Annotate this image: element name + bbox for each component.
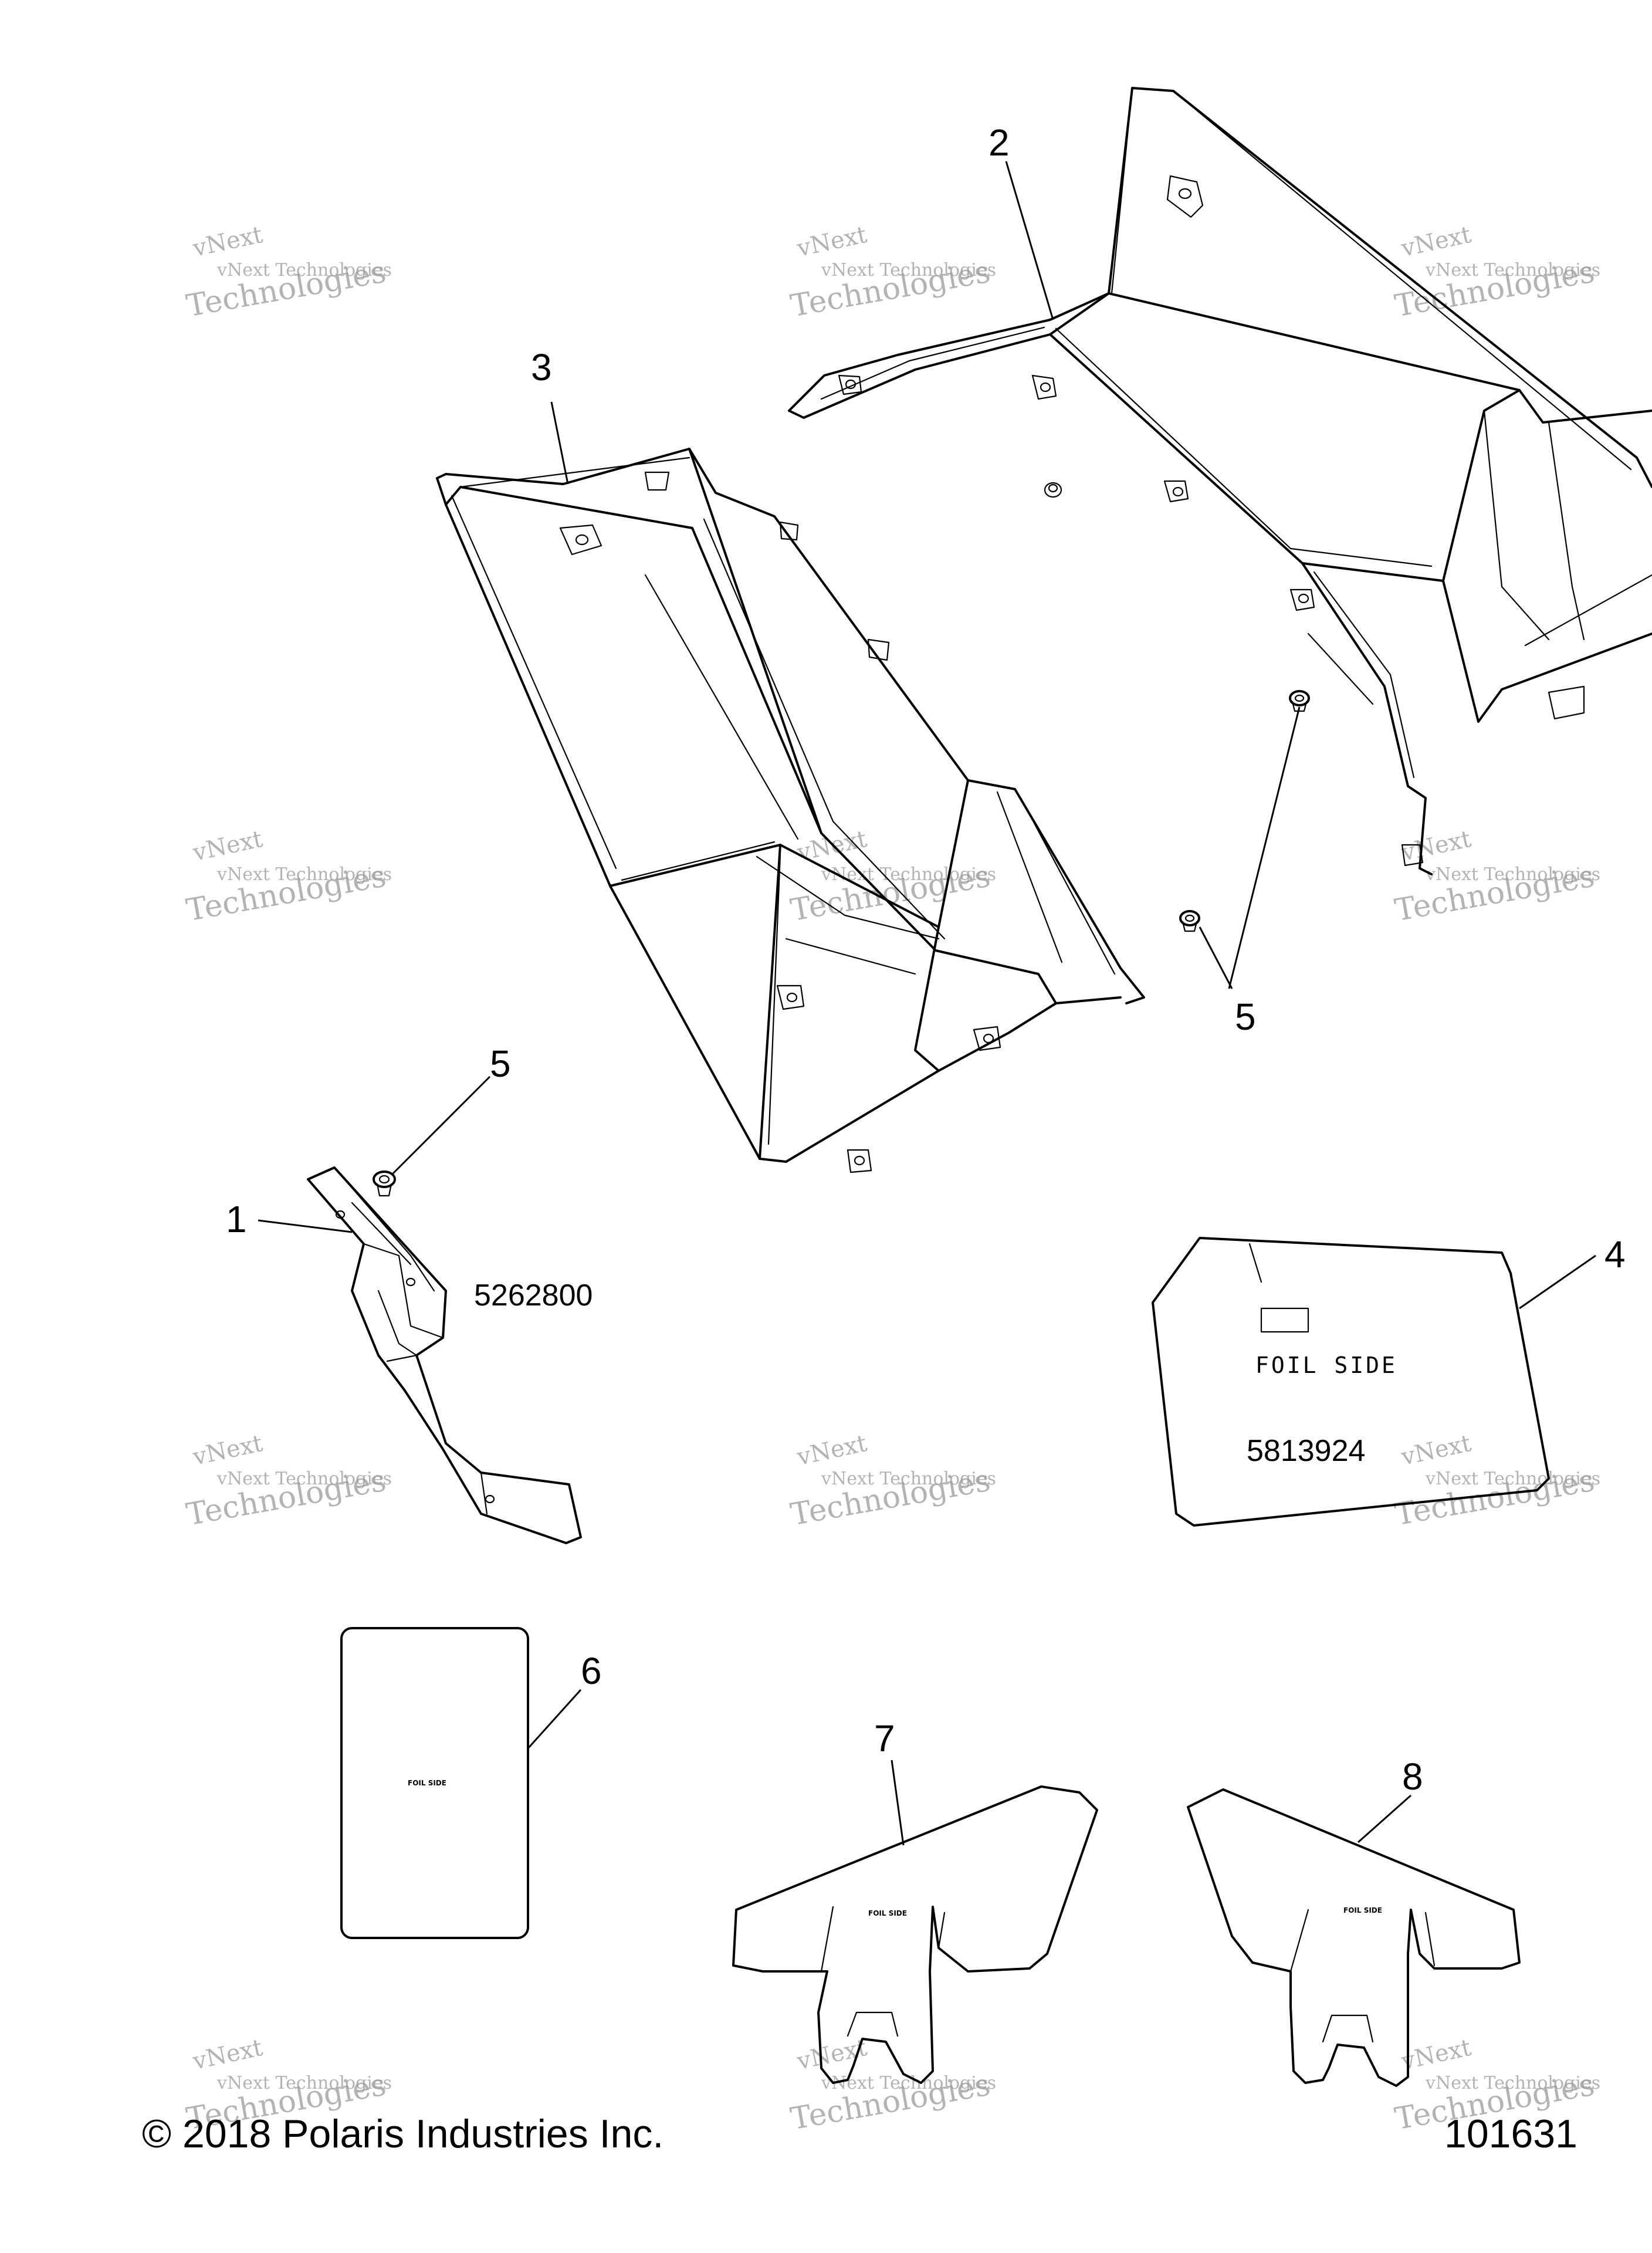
foil-side-label: FOIL SIDE xyxy=(408,1779,446,1787)
part-5-clips xyxy=(373,690,1310,1197)
watermark-text: vNext xyxy=(190,1430,265,1471)
leader-line xyxy=(1358,1794,1411,1843)
leader-line xyxy=(1228,706,1301,989)
watermark: vNext vNext Technologies Technologies xyxy=(1392,826,1600,928)
clip-icon xyxy=(1289,690,1310,712)
callout-7: 7 xyxy=(874,1717,895,1760)
watermark: vNext vNext Technologies Technologies xyxy=(788,1430,996,1533)
callout-4: 4 xyxy=(1604,1233,1626,1276)
leader-line xyxy=(1005,161,1054,320)
watermark: vNext vNext Technologies Technologies xyxy=(184,1430,392,1533)
watermark-text: vNext Technologies xyxy=(1425,2073,1600,2093)
leader-line xyxy=(1519,1254,1596,1310)
watermark: vNext vNext Technologies Technologies xyxy=(1392,1430,1600,1533)
leader-line xyxy=(1199,926,1233,989)
watermark-text: vNext Technologies xyxy=(216,864,392,885)
part-2-rear-panel xyxy=(788,87,1652,875)
watermark-text: vNext Technologies xyxy=(821,1469,996,1489)
part-6-foil-pad: FOIL SIDE xyxy=(340,1627,529,1939)
part-8-foil-pad: FOIL SIDE xyxy=(1187,1788,1521,2087)
watermark-text: vNext Technologies xyxy=(216,2073,392,2093)
callout-8: 8 xyxy=(1402,1755,1423,1798)
foil-side-label: FOIL SIDE xyxy=(1255,1352,1397,1378)
watermark: vNext vNext Technologies Technologies xyxy=(788,826,996,928)
watermarks: vNext vNext Technologies Technologies vN… xyxy=(184,221,1600,2137)
watermark-text: vNext xyxy=(1399,221,1474,262)
watermark-text: vNext xyxy=(190,221,265,262)
callout-2: 2 xyxy=(989,121,1010,164)
foil-side-label: FOIL SIDE xyxy=(868,1909,907,1917)
watermark-text: vNext Technologies xyxy=(216,1469,392,1489)
callout-1: 1 xyxy=(226,1198,247,1240)
leader-lines xyxy=(258,161,1596,1846)
part-4-foil-pad: FOIL SIDE 5813924 xyxy=(1152,1237,1550,1527)
callout-6: 6 xyxy=(581,1650,602,1692)
watermark-text: vNext Technologies xyxy=(1425,1469,1600,1489)
watermark-text: vNext Technologies xyxy=(216,260,392,280)
watermark: vNext vNext Technologies Technologies xyxy=(184,221,392,324)
watermark-text: vNext xyxy=(190,826,265,867)
leader-line xyxy=(891,1760,905,1846)
watermark-text: vNext xyxy=(794,221,869,262)
part-1-bracket xyxy=(307,1166,582,1544)
callouts: 2 3 5 5 1 4 6 7 8 xyxy=(226,121,1626,1798)
copyright-text: © 2018 Polaris Industries Inc. xyxy=(142,2112,663,2156)
watermark-text: vNext xyxy=(1399,826,1474,867)
diagram-id: 101631 xyxy=(1444,2112,1577,2156)
watermark-text: vNext xyxy=(190,2034,265,2075)
watermark-text: vNext xyxy=(1399,2034,1474,2075)
watermark-text: vNext xyxy=(1399,1430,1474,1471)
clip-icon xyxy=(373,1171,396,1197)
callout-5: 5 xyxy=(1235,996,1256,1038)
leader-line xyxy=(258,1219,353,1233)
callout-5: 5 xyxy=(490,1043,511,1085)
watermark-text: vNext Technologies xyxy=(821,260,996,280)
part-number-label: 5813924 xyxy=(1247,1434,1365,1468)
watermark: vNext vNext Technologies Technologies xyxy=(1392,221,1600,324)
part-7-foil-pad: FOIL SIDE xyxy=(732,1785,1098,2084)
watermark-text: vNext xyxy=(794,1430,869,1471)
leader-line xyxy=(550,401,569,485)
leader-line xyxy=(392,1075,491,1175)
part-number-label: 5262800 xyxy=(474,1278,593,1312)
clip-icon xyxy=(1179,910,1200,932)
watermark-text: vNext xyxy=(794,826,869,867)
watermark-text: vNext Technologies xyxy=(1425,864,1600,885)
watermark: vNext vNext Technologies Technologies xyxy=(788,221,996,324)
watermark: vNext vNext Technologies Technologies xyxy=(184,826,392,928)
foil-side-label: FOIL SIDE xyxy=(1343,1906,1382,1914)
callout-3: 3 xyxy=(531,346,552,388)
watermark-text: vNext Technologies xyxy=(1425,260,1600,280)
leader-line xyxy=(527,1689,582,1750)
part-3-side-panel xyxy=(436,448,1145,1173)
